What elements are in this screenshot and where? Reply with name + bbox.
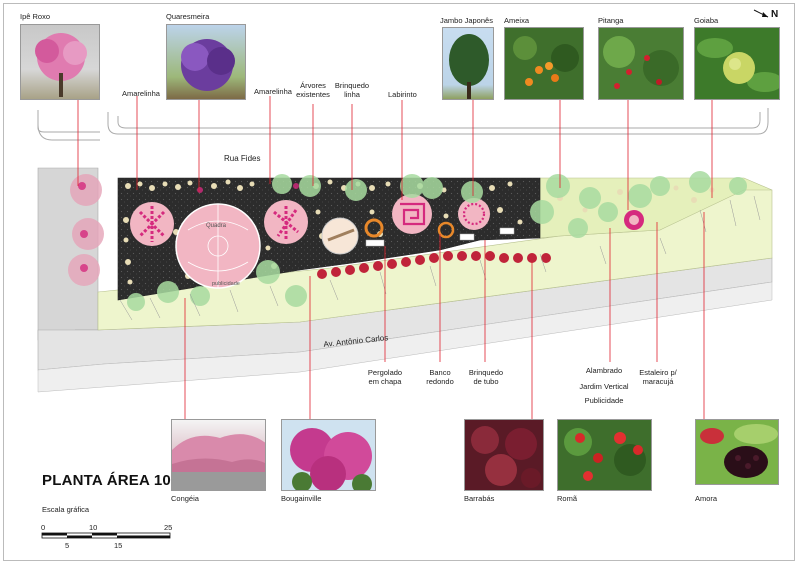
jardim-vertical-label: Jardim Vertical (579, 382, 629, 391)
barrabas-photo (464, 419, 544, 491)
quaresmeira-photo (166, 24, 246, 100)
page-title: PLANTA ÁREA 10 (42, 472, 171, 489)
roma-label: Romã (557, 494, 578, 503)
amarelinha-1-label: Amarelinha (122, 89, 160, 98)
scale-tick-10: 10 (89, 523, 98, 532)
scale-bar (41, 532, 171, 539)
bougainville-photo (281, 419, 376, 491)
north-label: N (771, 9, 779, 20)
brinquedo-tubo-area (458, 198, 490, 230)
leader-lines (77, 96, 713, 420)
estaleiro-label: Estaleiro p/maracujá (639, 368, 677, 386)
jambo-japones-photo (442, 27, 494, 100)
labirinto-area (392, 194, 432, 234)
scale-tick-0: 0 (41, 523, 46, 532)
ameixa-label: Ameixa (504, 16, 530, 25)
ameixa-photo (504, 27, 584, 100)
barrabas-row (317, 251, 551, 279)
pitanga-photo (598, 27, 684, 100)
scale-tick-25: 25 (164, 523, 173, 532)
trees (127, 171, 747, 311)
sheet-border (3, 3, 795, 561)
ipe-roxo-label: Ipê Roxo (20, 12, 51, 21)
quaresmeira-label: Quaresmeira (166, 12, 210, 21)
congeia-label: Congéia (171, 494, 199, 503)
publicidade-label: Publicidade (584, 396, 624, 405)
scale-tick-5: 5 (65, 541, 70, 550)
amora-photo (695, 419, 779, 485)
rua-fides-curb (37, 108, 769, 141)
barrabas-label: Barrabás (464, 494, 495, 503)
scale-label: Escala gráfica (42, 505, 90, 514)
bougainville-label: Bougainville (281, 494, 322, 503)
roma-photo (557, 419, 652, 491)
goiaba-photo (694, 27, 780, 100)
labirinto-label: Labirinto (388, 90, 417, 99)
pitanga-label: Pitanga (598, 16, 624, 25)
goiaba-label: Goiaba (694, 16, 719, 25)
congeia-photo (171, 419, 266, 491)
alambrado-label: Alambrado (585, 366, 623, 375)
amarelinha-2-label: Amarelinha (254, 87, 292, 96)
alambrado-line (119, 195, 761, 321)
quadra-label: Quadra (206, 223, 227, 229)
rua-fides-label: Rua Fides (224, 154, 261, 163)
publicidade-small-label: publicidade (212, 281, 240, 287)
ipe-roxo-photo (20, 24, 100, 100)
jambo-japones-label: Jambo Japonês (440, 16, 493, 25)
scale-tick-15: 15 (114, 541, 123, 550)
amora-label: Amora (695, 494, 718, 503)
